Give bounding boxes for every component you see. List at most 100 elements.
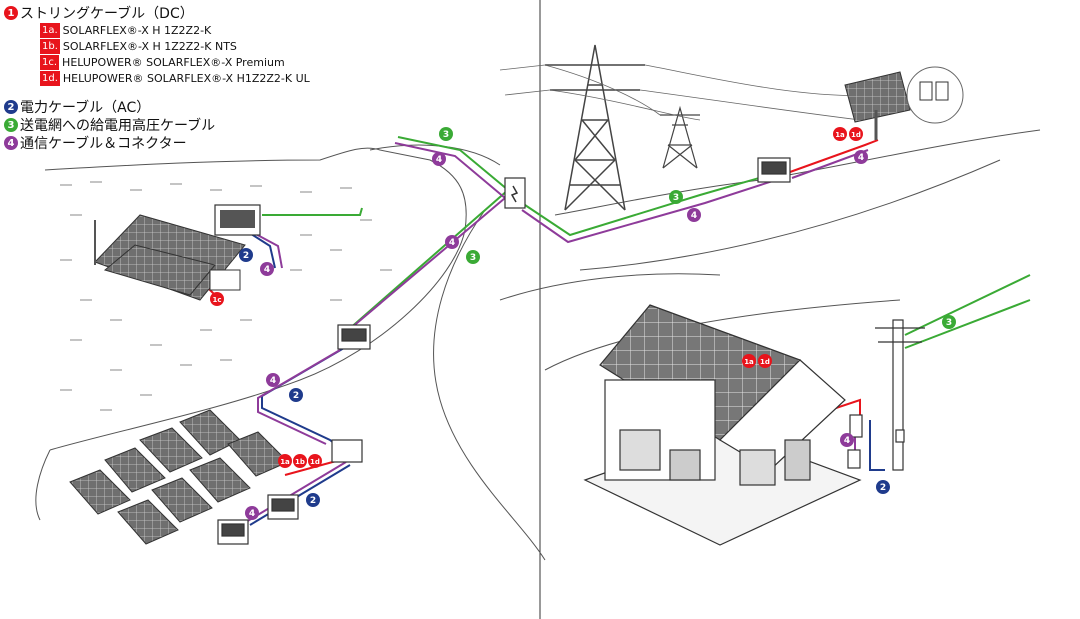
marker-4-top: 4: [432, 152, 446, 166]
svg-text:1a: 1a: [835, 131, 845, 139]
power-lines: [499, 64, 881, 121]
blue-ac-cable-inverter: [249, 464, 351, 526]
inverter-units: [217, 157, 791, 545]
legend-product-1b: 1b. SOLARFLEX®-X H 1Z2Z2-K NTS: [40, 38, 310, 54]
marker-1d-house: 1d: [758, 354, 772, 368]
svg-text:4: 4: [844, 436, 850, 446]
substation-box: [504, 177, 526, 209]
marker-4-tracker: 4: [854, 150, 868, 164]
svg-text:2: 2: [243, 251, 249, 261]
svg-text:4: 4: [270, 376, 276, 386]
product-code-tag: 1a.: [40, 22, 60, 38]
product-code-tag: 1b.: [40, 38, 60, 54]
legend-ac-power-cable: 2 電力ケーブル（AC）: [4, 98, 310, 116]
svg-text:2: 2: [293, 391, 299, 401]
red-number-badge-icon: 1: [4, 6, 18, 20]
product-name: SOLARFLEX®-X H 1Z2Z2-K: [62, 23, 212, 37]
svg-text:4: 4: [436, 155, 442, 165]
legend-product-1d: 1d. HELUPOWER® SOLARFLEX®-X H1Z2Z2-K UL: [40, 70, 310, 86]
transmission-tower-large: [545, 44, 645, 211]
svg-text:1a: 1a: [744, 358, 754, 366]
svg-text:4: 4: [264, 265, 270, 275]
marker-3-right: 3: [669, 190, 683, 204]
marker-2-house: 2: [876, 480, 890, 494]
svg-text:2: 2: [880, 483, 886, 493]
marker-4-farm-upper: 4: [260, 262, 274, 276]
svg-text:1d: 1d: [310, 458, 320, 466]
marker-4-inverter: 4: [245, 506, 259, 520]
green-hv-cable-main: [347, 136, 510, 331]
product-name: HELUPOWER® SOLARFLEX®-X H1Z2Z2-K UL: [62, 71, 310, 85]
svg-text:4: 4: [249, 509, 255, 519]
svg-text:3: 3: [946, 318, 952, 328]
green-hv-cable-house: [904, 299, 1031, 349]
purple-comm-cable-right: [521, 177, 783, 244]
legend-product-1a: 1a. SOLARFLEX®-X H 1Z2Z2-K: [40, 22, 310, 38]
marker-3-top: 3: [439, 127, 453, 141]
legend-grid-label: 送電網への給電用高圧ケーブル: [20, 118, 216, 134]
svg-text:1c: 1c: [212, 296, 221, 304]
svg-text:4: 4: [449, 238, 455, 248]
marker-1d-lower: 1d: [308, 454, 322, 468]
red-dc-cable-top: [789, 139, 879, 173]
legend-comm-label: 通信ケーブル＆コネクター: [20, 136, 187, 152]
legend-dc-string-cable: 1 ストリングケーブル（DC）: [4, 4, 310, 22]
svg-text:4: 4: [691, 211, 697, 221]
field-texture: [60, 181, 392, 411]
marker-4-house: 4: [840, 433, 854, 447]
marker-3-house: 3: [942, 315, 956, 329]
marker-2-farm-lower: 2: [289, 388, 303, 402]
product-code-tag: 1c.: [40, 54, 60, 70]
purple-comm-cable-inverter: [245, 461, 347, 523]
callout-markers: 3 3 3 3 4 4 4 4 4 4 4 4 2 2 2 2 1c 1a 1d…: [210, 127, 956, 520]
green-hv-cable-right: [524, 171, 781, 237]
green-number-badge-icon: 3: [4, 118, 18, 132]
cable-legend: 1 ストリングケーブル（DC） 1a. SOLARFLEX®-X H 1Z2Z2…: [4, 4, 310, 152]
legend-grid-hv-cable: 3 送電網への給電用高圧ケーブル: [4, 116, 310, 134]
svg-text:1d: 1d: [760, 358, 770, 366]
product-name: SOLARFLEX®-X H 1Z2Z2-K NTS: [62, 39, 237, 53]
purple-number-badge-icon: 4: [4, 136, 18, 150]
legend-ac-label: 電力ケーブル（AC）: [20, 100, 151, 116]
blue-ac-cable-house: [869, 420, 885, 471]
purple-comm-cable-main: [343, 142, 507, 335]
marker-1a-house: 1a: [742, 354, 756, 368]
legend-dc-label: ストリングケーブル（DC）: [20, 6, 194, 22]
solar-farm-lower: [69, 409, 289, 545]
marker-1d-tracker: 1d: [849, 127, 863, 141]
marker-2-farm-upper: 2: [239, 248, 253, 262]
svg-text:1d: 1d: [851, 131, 861, 139]
svg-text:3: 3: [470, 253, 476, 263]
transmission-tower-small: [660, 105, 700, 169]
svg-text:4: 4: [858, 153, 864, 163]
blue-ac-cable-upper: [247, 231, 276, 269]
svg-text:3: 3: [673, 193, 679, 203]
marker-4-mid: 4: [445, 235, 459, 249]
utility-pole: [875, 319, 925, 471]
marker-1b-lower: 1b: [293, 454, 307, 468]
solar-farm-upper: [94, 204, 261, 301]
svg-text:1b: 1b: [295, 458, 305, 466]
marker-2-inverter: 2: [306, 493, 320, 507]
product-code-tag: 1d.: [40, 70, 60, 86]
solar-tracker: [844, 66, 964, 140]
marker-4-farm-lower: 4: [266, 373, 280, 387]
legend-comm-cable: 4 通信ケーブル＆コネクター: [4, 134, 310, 152]
legend-product-1c: 1c. HELUPOWER® SOLARFLEX®-X Premium: [40, 54, 310, 70]
purple-comm-cable-upper: [251, 231, 283, 269]
marker-1a-tracker: 1a: [833, 127, 847, 141]
svg-text:2: 2: [310, 496, 316, 506]
green-hv-cable-farm: [262, 207, 363, 216]
blue-ac-cable-lower: [261, 347, 346, 453]
svg-text:1a: 1a: [280, 458, 290, 466]
blue-number-badge-icon: 2: [4, 100, 18, 114]
green-hv-cable-house2: [904, 274, 1031, 336]
marker-4-right: 4: [687, 208, 701, 222]
marker-3-mid: 3: [466, 250, 480, 264]
purple-comm-cable-lower: [257, 349, 341, 445]
marker-1a-lower: 1a: [278, 454, 292, 468]
marker-1c-farm-upper: 1c: [210, 292, 224, 306]
product-name: HELUPOWER® SOLARFLEX®-X Premium: [62, 55, 285, 69]
svg-text:3: 3: [443, 130, 449, 140]
